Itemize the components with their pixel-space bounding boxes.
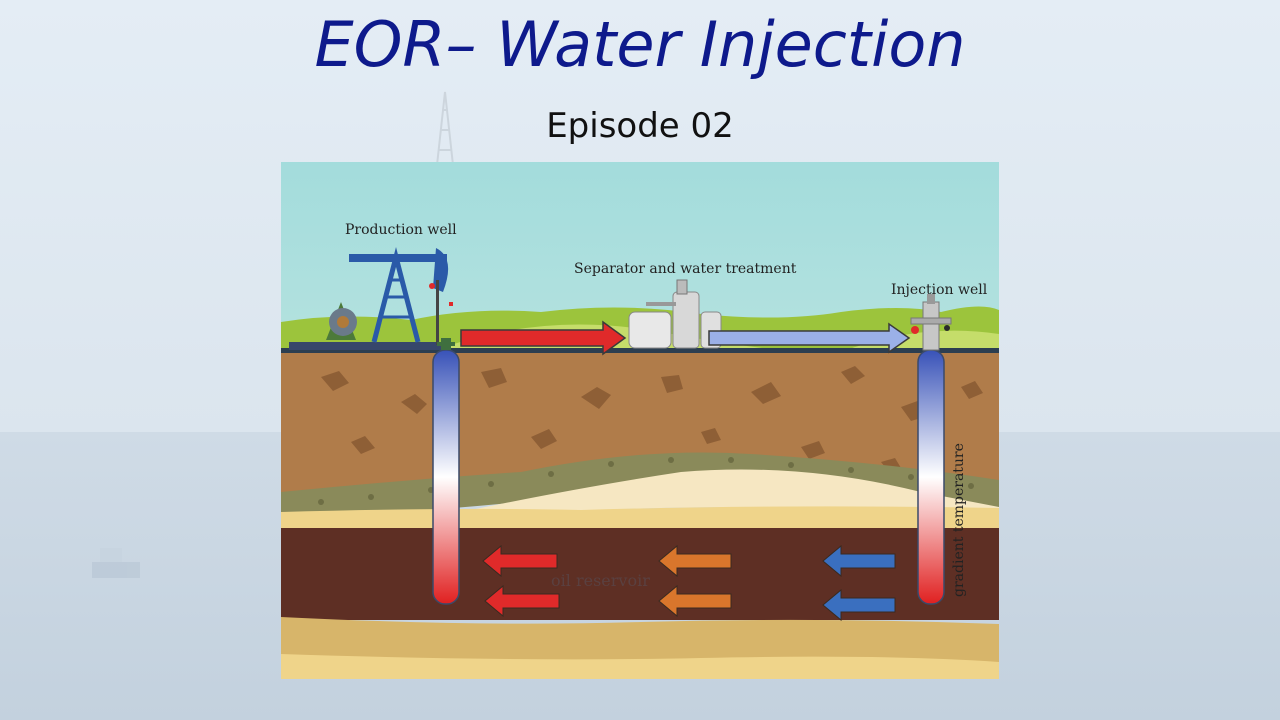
separator-tanks bbox=[628, 279, 722, 349]
cold-flow-arrow-2 bbox=[822, 588, 896, 622]
water-injection-diagram: Production well Separator and water trea… bbox=[281, 162, 999, 679]
reservoir-flow-arrows bbox=[482, 544, 896, 622]
rig-tower-silhouette bbox=[436, 91, 454, 166]
warm-flow-arrow-2 bbox=[658, 584, 732, 618]
warm-flow-arrow-1 bbox=[658, 544, 732, 578]
separator-to-injection-arrow bbox=[708, 322, 911, 354]
label-injection-well: Injection well bbox=[891, 282, 988, 298]
pump-jack bbox=[289, 247, 453, 350]
label-production-well: Production well bbox=[345, 222, 457, 238]
production-to-separator-arrow bbox=[460, 320, 627, 356]
hot-flow-arrow-2 bbox=[484, 584, 560, 618]
label-gradient-temperature: gradient temperature bbox=[951, 443, 967, 597]
sand-dome bbox=[461, 469, 999, 517]
production-well-pipe bbox=[432, 349, 460, 605]
label-separator: Separator and water treatment bbox=[574, 261, 797, 277]
ground-surface-line bbox=[281, 348, 999, 353]
soil-rocks bbox=[321, 366, 983, 472]
injection-well-pipe bbox=[917, 349, 945, 605]
production-wellhead bbox=[437, 338, 455, 350]
boat-silhouette bbox=[92, 548, 140, 578]
cold-flow-arrow-1 bbox=[822, 544, 896, 578]
sand-layer bbox=[281, 506, 999, 530]
slide-title: EOR– Water Injection bbox=[314, 8, 966, 81]
label-oil-reservoir: oil reservoir bbox=[551, 571, 650, 590]
slide-subtitle: Episode 02 bbox=[546, 106, 734, 146]
hot-flow-arrow-1 bbox=[482, 544, 558, 578]
injection-wellhead bbox=[910, 294, 952, 351]
